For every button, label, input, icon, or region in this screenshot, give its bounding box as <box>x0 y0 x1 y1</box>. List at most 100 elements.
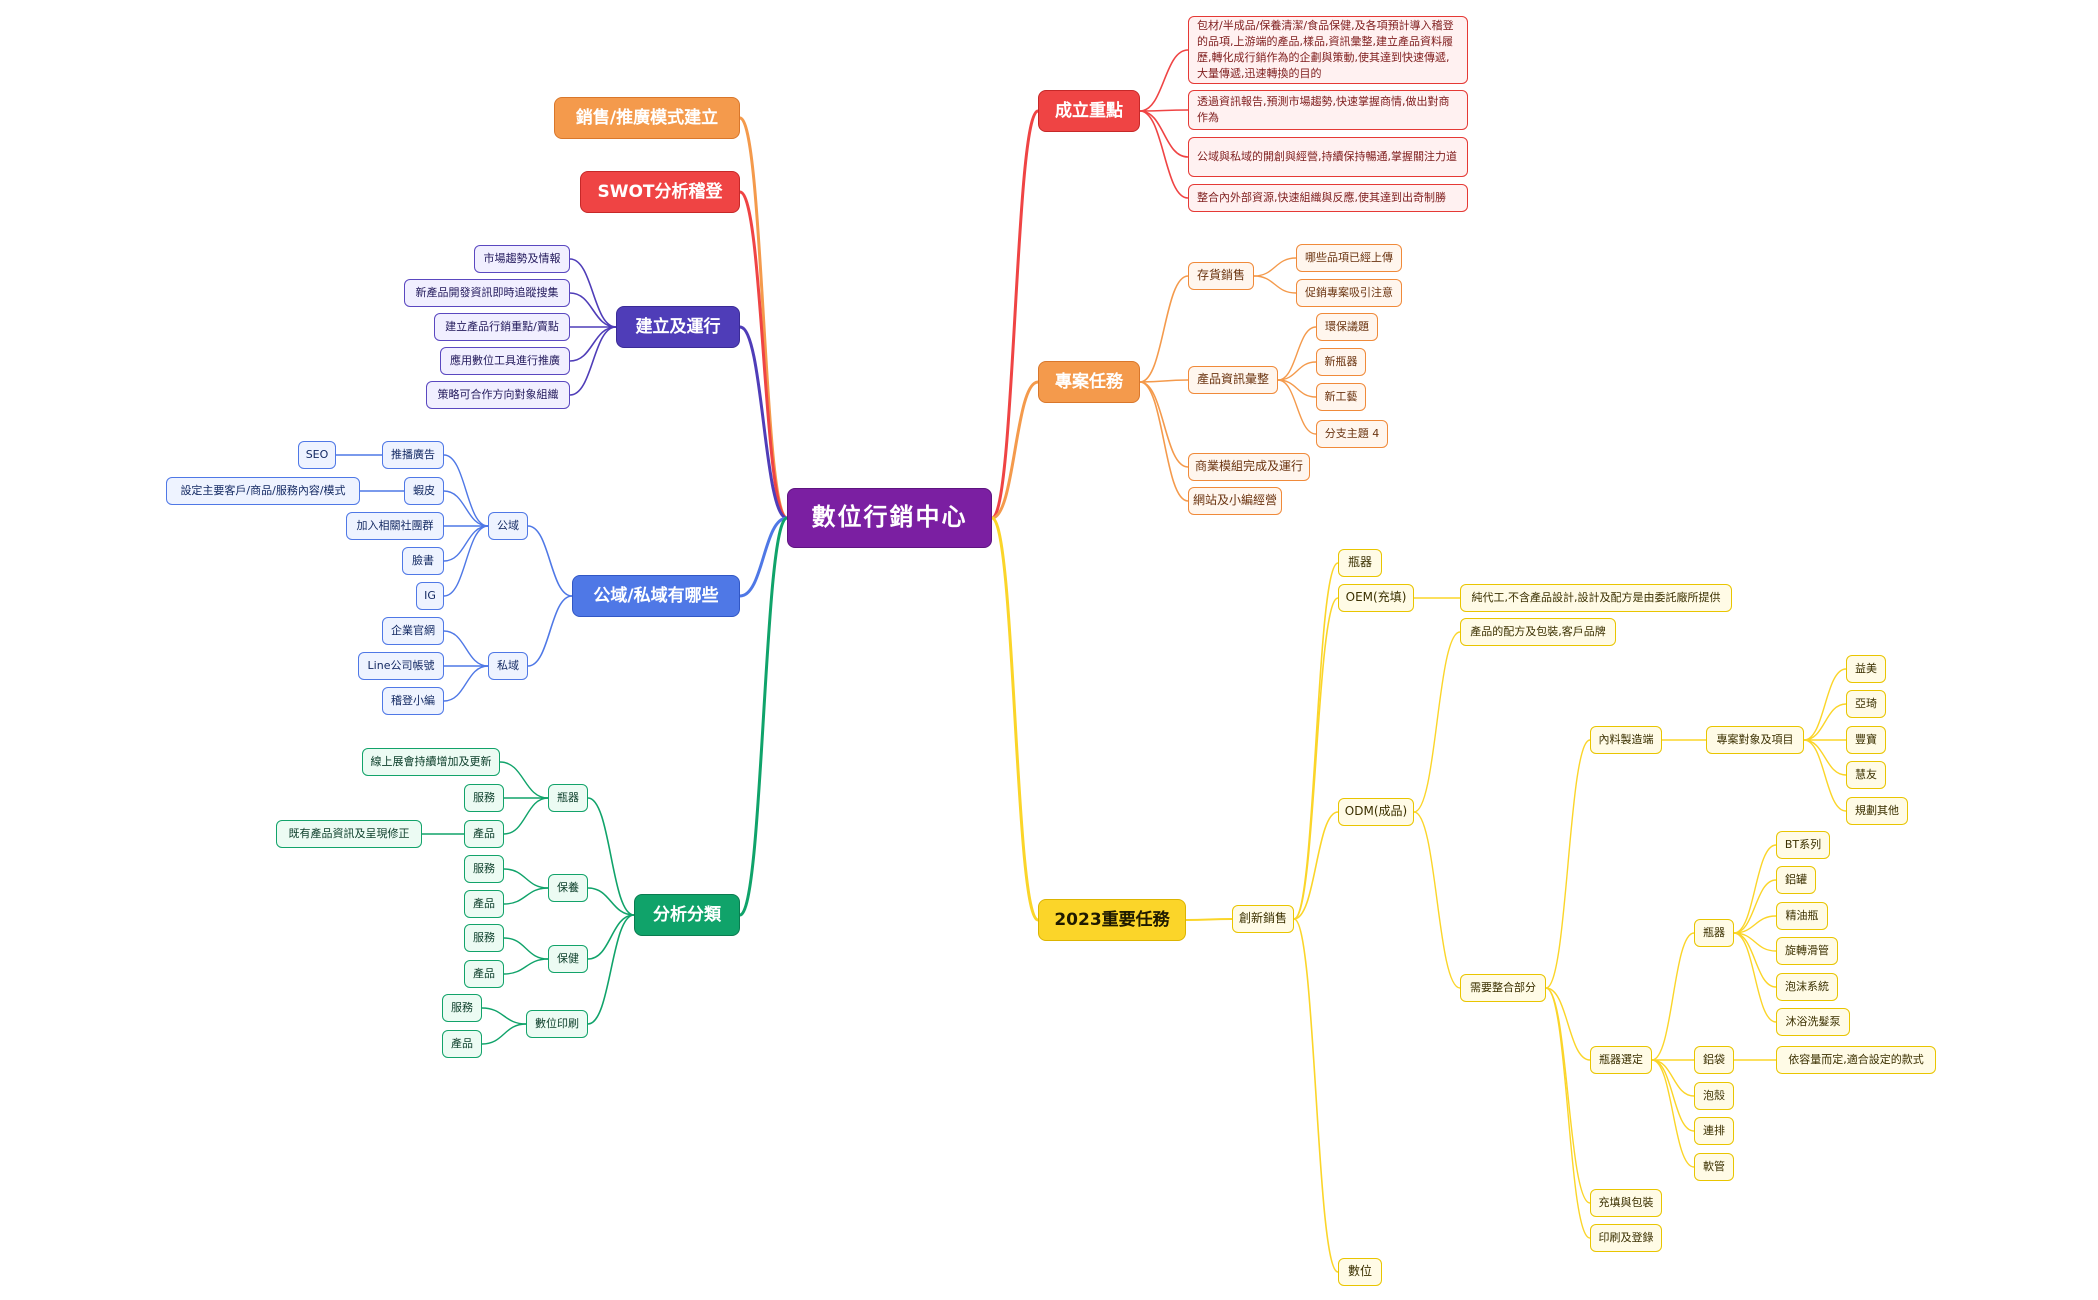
partner-2[interactable]: 亞琦 <box>1846 690 1886 718</box>
link-branch-success-success-item-3 <box>1139 110 1189 158</box>
analysis-print[interactable]: 數位印刷 <box>526 1010 588 1038</box>
link-inner-project-partner-5 <box>1803 739 1847 812</box>
project-website[interactable]: 網站及小編經營 <box>1188 487 1282 515</box>
branch-operate[interactable]: 建立及運行 <box>616 306 740 348</box>
bottle-note-1[interactable]: 線上展會持續增加及更新 <box>362 748 500 776</box>
health-service[interactable]: 服務 <box>464 924 504 952</box>
care-service[interactable]: 服務 <box>464 855 504 883</box>
link-project-inventory-inventory-item-2 <box>1253 275 1297 294</box>
info-item-4[interactable]: 分支主題 4 <box>1316 420 1388 448</box>
branch-2023[interactable]: 2023重要任務 <box>1038 899 1186 941</box>
private-item-3[interactable]: 稽登小編 <box>382 687 444 715</box>
analysis-care[interactable]: 保養 <box>548 874 588 902</box>
digital-node[interactable]: 數位 <box>1338 1258 1382 1286</box>
bottle-note-2[interactable]: 既有產品資訊及呈現修正 <box>276 820 422 848</box>
project-info[interactable]: 產品資訊彙整 <box>1188 366 1278 394</box>
branch-sales-model[interactable]: 銷售/推廣模式建立 <box>554 97 740 139</box>
branch-success[interactable]: 成立重點 <box>1038 90 1140 132</box>
public-item-2[interactable]: 臉書 <box>402 547 444 575</box>
partner-5[interactable]: 規劃其他 <box>1846 797 1908 825</box>
bag-note[interactable]: 依容量而定,適合設定的款式 <box>1776 1046 1936 1074</box>
public-seo[interactable]: SEO <box>298 441 336 469</box>
public-item-3[interactable]: IG <box>416 582 444 610</box>
bottle-item-1[interactable]: BT系列 <box>1776 831 1830 859</box>
oem-node[interactable]: OEM(充填) <box>1338 584 1414 612</box>
bottle-item-2[interactable]: 鋁罐 <box>1776 866 1816 894</box>
success-item-4[interactable]: 整合內外部資源,快速組織與反應,使其達到出奇制勝 <box>1188 184 1468 212</box>
success-item-3[interactable]: 公域與私域的開創與經營,持續保持暢通,掌握關注力道 <box>1188 137 1468 177</box>
link-branch-analysis-analysis-care <box>587 887 635 916</box>
print-service[interactable]: 服務 <box>442 994 482 1022</box>
select-other-3[interactable]: 軟管 <box>1694 1153 1734 1181</box>
public-item-1[interactable]: 加入相關社團群 <box>346 512 444 540</box>
link-bottle-select-select-other-1 <box>1651 1059 1695 1097</box>
project-inventory[interactable]: 存貨銷售 <box>1188 262 1254 290</box>
private-item-2[interactable]: Line公司帳號 <box>358 652 444 680</box>
operate-item-1[interactable]: 市場趨勢及情報 <box>474 245 570 273</box>
bottle-product[interactable]: 產品 <box>464 820 504 848</box>
bag-node[interactable]: 鋁袋 <box>1694 1046 1734 1074</box>
print-register[interactable]: 印刷及登錄 <box>1590 1224 1662 1252</box>
link-bottle-sub-bottle-item-3 <box>1733 915 1777 934</box>
operate-item-4[interactable]: 應用數位工具進行推廣 <box>440 347 570 375</box>
branch-domain[interactable]: 公域/私域有哪些 <box>572 575 740 617</box>
public-ads[interactable]: 推播廣告 <box>382 441 444 469</box>
operate-item-3[interactable]: 建立產品行銷重點/賣點 <box>434 313 570 341</box>
info-item-2[interactable]: 新瓶器 <box>1316 348 1366 376</box>
integrate-node[interactable]: 需要整合部分 <box>1460 974 1546 1002</box>
partner-4[interactable]: 慧友 <box>1846 761 1886 789</box>
info-item-3[interactable]: 新工藝 <box>1316 383 1366 411</box>
partner-3[interactable]: 豐寶 <box>1846 726 1886 754</box>
private-item-1[interactable]: 企業官網 <box>382 617 444 645</box>
select-other-2[interactable]: 連排 <box>1694 1117 1734 1145</box>
bottle-item-3[interactable]: 精油瓶 <box>1776 902 1828 930</box>
info-item-1[interactable]: 環保議題 <box>1316 313 1378 341</box>
link-analysis-bottle-bottle-note-1 <box>499 761 549 799</box>
root-node[interactable]: 數位行銷中心 <box>787 488 992 548</box>
success-item-2[interactable]: 透過資訊報告,預測市場趨勢,快速掌握商情,做出對商作為 <box>1188 90 1468 130</box>
care-product[interactable]: 產品 <box>464 890 504 918</box>
branch-swot[interactable]: SWOT分析稽登 <box>580 171 740 213</box>
bottle-sub[interactable]: 瓶器 <box>1694 919 1734 947</box>
health-product[interactable]: 產品 <box>464 960 504 988</box>
public-shopee[interactable]: 蝦皮 <box>404 477 444 505</box>
analysis-health[interactable]: 保健 <box>548 945 588 973</box>
select-other-1[interactable]: 泡殼 <box>1694 1082 1734 1110</box>
shopee-note[interactable]: 設定主要客戶/商品/服務內容/模式 <box>166 477 360 505</box>
bottle-service[interactable]: 服務 <box>464 784 504 812</box>
bottle-top[interactable]: 瓶器 <box>1338 549 1382 577</box>
fill-pack[interactable]: 充填與包裝 <box>1590 1189 1662 1217</box>
branch-project[interactable]: 專案任務 <box>1038 361 1140 403</box>
inner-project[interactable]: 專案對象及項目 <box>1706 726 1804 754</box>
project-business[interactable]: 商業模組完成及運行 <box>1188 453 1310 481</box>
operate-item-5[interactable]: 策略可合作方向對象組織 <box>426 381 570 409</box>
inventory-item-2[interactable]: 促銷專案吸引注意 <box>1296 279 1402 307</box>
public-node[interactable]: 公域 <box>488 512 528 540</box>
link-branch-analysis-analysis-print <box>587 914 635 1025</box>
inventory-item-1[interactable]: 哪些品項已經上傳 <box>1296 244 1402 272</box>
link-root-node-branch-operate <box>738 325 789 520</box>
print-product[interactable]: 產品 <box>442 1030 482 1058</box>
odm-note[interactable]: 產品的配方及包裝,客戶品牌 <box>1460 618 1616 646</box>
link-root-node-branch-analysis <box>738 516 789 917</box>
link-inner-project-partner-4 <box>1803 739 1847 776</box>
analysis-bottle[interactable]: 瓶器 <box>548 784 588 812</box>
link-project-info-info-item-1 <box>1277 326 1317 381</box>
operate-item-2[interactable]: 新產品開發資訊即時追蹤搜集 <box>404 279 570 307</box>
link-integrate-node-bottle-select <box>1545 987 1591 1061</box>
link-analysis-health-health-service <box>503 937 549 960</box>
bottle-item-5[interactable]: 泡沫系統 <box>1776 973 1838 1001</box>
link-branch-success-success-item-1 <box>1139 49 1189 112</box>
odm-node[interactable]: ODM(成品) <box>1338 798 1414 826</box>
oem-note[interactable]: 純代工,不含產品設計,設計及配方是由委託廠所提供 <box>1460 584 1732 612</box>
bottle-item-6[interactable]: 沐浴洗髮泵 <box>1776 1008 1850 1036</box>
success-item-1[interactable]: 包材/半成品/保養清潔/食品保健,及各項預計導入稽登的品項,上游端的產品,樣品,… <box>1188 16 1468 84</box>
bottle-select[interactable]: 瓶器選定 <box>1590 1046 1652 1074</box>
innovation-sales[interactable]: 創新銷售 <box>1232 905 1294 933</box>
inner-node[interactable]: 內料製造端 <box>1590 726 1662 754</box>
branch-analysis[interactable]: 分析分類 <box>634 894 740 936</box>
partner-1[interactable]: 益美 <box>1846 655 1886 683</box>
link-public-node-public-shopee <box>443 490 489 527</box>
private-node[interactable]: 私域 <box>488 652 528 680</box>
bottle-item-4[interactable]: 旋轉滑管 <box>1776 937 1838 965</box>
